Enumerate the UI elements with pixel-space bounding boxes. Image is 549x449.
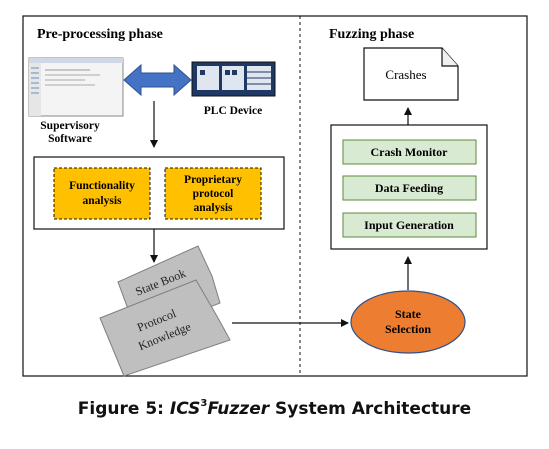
proprietary-label-line1: Proprietary: [184, 174, 242, 186]
caption-suffix: System Architecture: [269, 399, 472, 419]
crash-monitor-box: [342, 139, 477, 165]
plc-device-label: PLC Device: [204, 105, 262, 117]
functionality-analysis-box: [53, 167, 151, 220]
figure-caption: Figure 5: ICS3Fuzzer System Architecture: [0, 398, 549, 419]
proprietary-label-line2: protocol: [193, 188, 234, 200]
input-generation-label: Input Generation: [364, 218, 454, 232]
fuzzing-phase-title: Fuzzing phase: [329, 27, 414, 42]
functionality-label-line1: Functionality: [69, 180, 135, 192]
supervisory-software-icon: [28, 57, 124, 117]
supervisory-label-line1: Supervisory: [40, 120, 100, 132]
supervisory-label-line2: Software: [48, 133, 92, 145]
input-generation-box: [342, 212, 477, 238]
data-feeding-box: [342, 175, 477, 201]
protocol-analysis-box: [164, 167, 262, 220]
architecture-diagram: Pre-processing phase Fuzzing phase Super…: [22, 15, 528, 377]
caption-fuzzer: Fuzzer: [207, 399, 270, 419]
crashes-document: [363, 47, 459, 101]
proprietary-label-line3: analysis: [194, 202, 234, 214]
caption-superscript: 3: [200, 398, 208, 409]
caption-prefix: Figure 5:: [77, 399, 170, 419]
state-selection-line1: State: [395, 307, 422, 321]
outer-frame: [22, 15, 528, 377]
state-selection-line2: Selection: [385, 322, 431, 336]
crash-monitor-label: Crash Monitor: [371, 145, 449, 159]
caption-ics: ICS: [169, 399, 201, 419]
state-selection-node: [350, 290, 466, 354]
data-feeding-label: Data Feeding: [375, 181, 443, 195]
plc-device-icon: [191, 61, 276, 97]
preprocessing-phase-title: Pre-processing phase: [37, 27, 163, 42]
crashes-label: Crashes: [385, 67, 426, 82]
functionality-label-line2: analysis: [83, 195, 123, 207]
bidirectional-arrow: [123, 63, 192, 97]
protocol-knowledge-note: Protocol Knowledge: [99, 279, 231, 377]
